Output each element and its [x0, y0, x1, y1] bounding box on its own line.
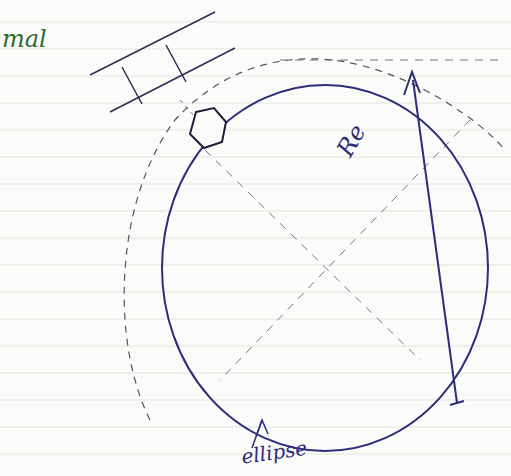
radius-label: Re	[332, 120, 371, 161]
notebook-ruling	[0, 22, 511, 454]
outer-orbit	[124, 59, 505, 420]
dashed-link	[180, 100, 196, 118]
dashed-line	[280, 60, 505, 61]
dashed-diagonal	[205, 150, 420, 360]
pointer-arrow	[256, 420, 268, 437]
satellite-body	[190, 108, 226, 148]
solar-panel	[90, 12, 235, 112]
radius-arrowhead	[404, 72, 420, 95]
radius-line	[413, 80, 457, 403]
radius-tick	[450, 401, 464, 405]
cut-off-note: mal	[2, 26, 47, 52]
dashed-diagonal	[220, 120, 470, 380]
ellipse-label: ellipse	[240, 437, 308, 468]
